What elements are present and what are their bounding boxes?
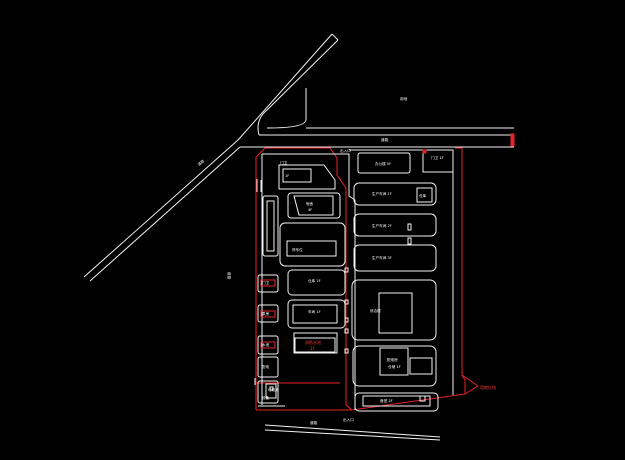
label-left-lo: 车间 1F bbox=[308, 309, 321, 314]
label-box3: 水池 bbox=[262, 342, 270, 347]
label-center-top2: 4F bbox=[308, 208, 312, 212]
label-north-block: 用地 bbox=[400, 96, 408, 101]
label-small-a: 1F bbox=[285, 174, 289, 178]
building-group-north-east bbox=[351, 149, 454, 412]
label-row1: 生产车间 1F bbox=[372, 191, 392, 196]
label-box2: 泵房 bbox=[262, 311, 270, 316]
building-group-center bbox=[278, 164, 346, 354]
label-pool: 配电房 bbox=[387, 357, 398, 362]
label-row3: 生产车间 3F bbox=[372, 255, 392, 260]
label-road-south: 道路 bbox=[310, 420, 318, 425]
label-red-small: 消防水池 bbox=[305, 339, 321, 345]
label-road-diagonal: 道路 bbox=[196, 158, 205, 167]
label-left-long: 停车位 bbox=[292, 247, 303, 252]
label-bottom: 食堂 2F bbox=[380, 398, 393, 403]
label-red-small2: 1F bbox=[310, 346, 316, 351]
south-road bbox=[264, 424, 441, 441]
label-center-top: 宿舍 bbox=[306, 201, 314, 206]
tiny-marks bbox=[254, 378, 426, 402]
diagonal-road bbox=[83, 33, 339, 282]
label-tiny-top: 门卫 bbox=[280, 160, 288, 165]
label-office: 办公楼 5F bbox=[375, 161, 391, 166]
label-road-north: 道路 bbox=[381, 137, 389, 142]
wall-markers bbox=[344, 223, 412, 354]
label-left-mid: 仓库 2F bbox=[308, 278, 321, 283]
label-row2: 生产车间 2F bbox=[372, 223, 392, 228]
label-box5: 垃圾房 bbox=[268, 387, 279, 392]
label-box1: 门卫 bbox=[262, 280, 270, 285]
label-gate-south: 出入口 bbox=[343, 417, 354, 422]
building-group-west bbox=[256, 179, 285, 407]
label-boundary: 用地红线 bbox=[480, 384, 496, 390]
red-facilities bbox=[260, 279, 276, 349]
label-road-west: 道路 bbox=[227, 272, 232, 280]
label-big: 综合楼 bbox=[370, 308, 381, 313]
label-lower: 仓储 1F bbox=[388, 364, 401, 369]
site-boundary bbox=[255, 147, 479, 411]
label-row1-side: 仓库 bbox=[419, 193, 427, 198]
label-box4: 配电 bbox=[262, 364, 270, 369]
label-corner: 设备 bbox=[262, 395, 270, 400]
label-guard: 门卫 1F bbox=[431, 155, 444, 160]
north-road bbox=[259, 88, 515, 148]
label-gate-north: 出入口 bbox=[340, 148, 351, 153]
